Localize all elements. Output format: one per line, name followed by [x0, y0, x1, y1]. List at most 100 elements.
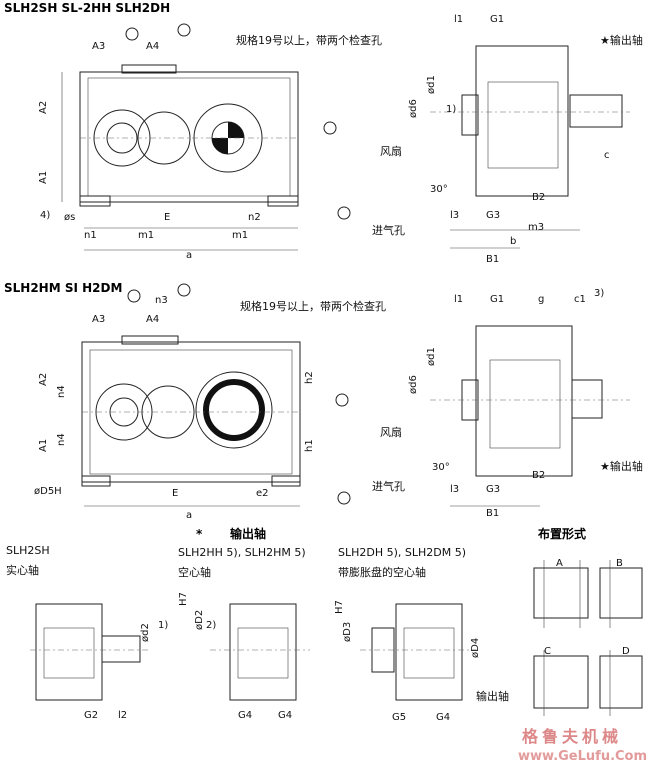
dim-l2: l2: [118, 710, 127, 721]
variant3-desc: 带膨胀盘的空心轴: [338, 565, 426, 579]
section2-title: SLH2HM SI H2DM: [4, 281, 122, 295]
dim-n1: n1: [84, 230, 97, 241]
section3-title: 输出轴: [230, 526, 266, 541]
dim-od2: ød2: [140, 623, 151, 642]
dim-a: a: [186, 250, 192, 261]
section1-front-view: [61, 23, 351, 251]
dim2-B2: B2: [532, 470, 545, 481]
dim-l1: l1: [454, 14, 463, 25]
variant1-desc: 实心轴: [6, 563, 39, 577]
dim-os: øs: [64, 212, 75, 223]
v2-G4-left: G4: [238, 710, 252, 721]
dim-l3: l3: [450, 210, 459, 221]
watermark-url: www.GeLufu.Com: [518, 749, 647, 764]
dim2-A3: A3: [92, 314, 105, 325]
v3-output-shaft: 输出轴: [476, 689, 509, 703]
dim2-A2: A2: [38, 373, 49, 386]
dim-n4-bottom: n4: [56, 433, 67, 446]
dim-oD4: øD4: [470, 638, 481, 658]
dim-c: c: [604, 150, 610, 161]
dim2-B1: B1: [486, 508, 499, 519]
dim-G3: G3: [486, 210, 500, 221]
dim-od1: ød1: [426, 75, 437, 94]
section4-title: 布置形式: [538, 526, 586, 541]
dim-m1-left: m1: [138, 230, 154, 241]
variant1-drawing: [30, 603, 150, 701]
dim-h2: h2: [304, 371, 315, 384]
v3-H7: H7: [334, 600, 345, 614]
star-marker: *: [196, 527, 203, 541]
section1-side-view: [430, 45, 630, 249]
layout-B-label: B: [616, 558, 623, 569]
dim-A4: A4: [146, 41, 159, 52]
variant3-name: SLH2DH 5), SLH2DM 5): [338, 546, 466, 559]
dim2-A1: A1: [38, 439, 49, 452]
dim2-l1: l1: [454, 294, 463, 305]
note-1: 1): [446, 104, 456, 115]
layout-B: [599, 560, 643, 628]
variant2-desc: 空心轴: [178, 565, 211, 579]
dim-E: E: [164, 212, 170, 223]
dim-n3: n3: [155, 295, 168, 306]
layout-D: [599, 650, 643, 716]
variant3-drawing: [360, 603, 476, 701]
dim-B1: B1: [486, 254, 499, 265]
section2-front-view: [81, 283, 351, 507]
dim2-od1: ød1: [426, 347, 437, 366]
section1-note: 规格19号以上，带两个检查孔: [236, 33, 382, 47]
v2-G4-right: G4: [278, 710, 292, 721]
dim2-l3: l3: [450, 484, 459, 495]
fan-label: 风扇: [380, 144, 402, 158]
layout-C-label: C: [544, 646, 551, 657]
note-4: 4): [40, 210, 50, 221]
dim-oD3: øD3: [342, 622, 353, 642]
output-shaft-label: ★输出轴: [600, 33, 643, 47]
dim-A1: A1: [38, 171, 49, 184]
v3-G4: G4: [436, 712, 450, 723]
variant2-name: SLH2HH 5), SLH2HM 5): [178, 546, 306, 559]
v1-note-1: 1): [158, 620, 168, 631]
air-inlet-label: 进气孔: [372, 223, 405, 237]
dim-b: b: [510, 236, 516, 247]
dim2-E: E: [172, 488, 178, 499]
section2-note: 规格19号以上，带两个检查孔: [240, 299, 386, 313]
dim2-G1: G1: [490, 294, 504, 305]
dim-G2: G2: [84, 710, 98, 721]
angle2-30: 30°: [432, 462, 450, 473]
dim-m1-right: m1: [232, 230, 248, 241]
air-inlet2-label: 进气孔: [372, 479, 405, 493]
dim-c1: c1: [574, 294, 586, 305]
output-shaft2-label: ★输出轴: [600, 459, 643, 473]
layout-C: [533, 650, 589, 716]
dim-h1: h1: [304, 439, 315, 452]
dim2-od6: ød6: [408, 375, 419, 394]
dim-G5: G5: [392, 712, 406, 723]
section2-side-view: [430, 325, 630, 507]
dim-G1: G1: [490, 14, 504, 25]
v2-note-2: 2): [206, 620, 216, 631]
watermark-cn: 格鲁夫机械: [522, 727, 622, 746]
layout-A-label: A: [556, 558, 563, 569]
layout-D-label: D: [622, 646, 630, 657]
dim-n4-top: n4: [56, 385, 67, 398]
note-3: 3): [594, 288, 604, 299]
dim2-G3: G3: [486, 484, 500, 495]
angle-30: 30°: [430, 184, 448, 195]
layout-A: [533, 560, 589, 628]
v2-H7: H7: [178, 592, 189, 606]
dim2-A4: A4: [146, 314, 159, 325]
variant1-name: SLH2SH: [6, 544, 50, 557]
dim-A3: A3: [92, 41, 105, 52]
dim2-a: a: [186, 510, 192, 521]
dim-B2: B2: [532, 192, 545, 203]
dim-oD5H: øD5H: [34, 486, 62, 497]
dim-m3: m3: [528, 222, 544, 233]
variant2-drawing: [210, 603, 310, 701]
section1-title: SLH2SH SL-2HH SLH2DH: [4, 1, 170, 15]
dim-n2: n2: [248, 212, 261, 223]
fan2-label: 风扇: [380, 425, 402, 439]
dim-e2: e2: [256, 488, 269, 499]
dim-oD2: øD2: [194, 610, 205, 630]
dim-g: g: [538, 294, 544, 305]
